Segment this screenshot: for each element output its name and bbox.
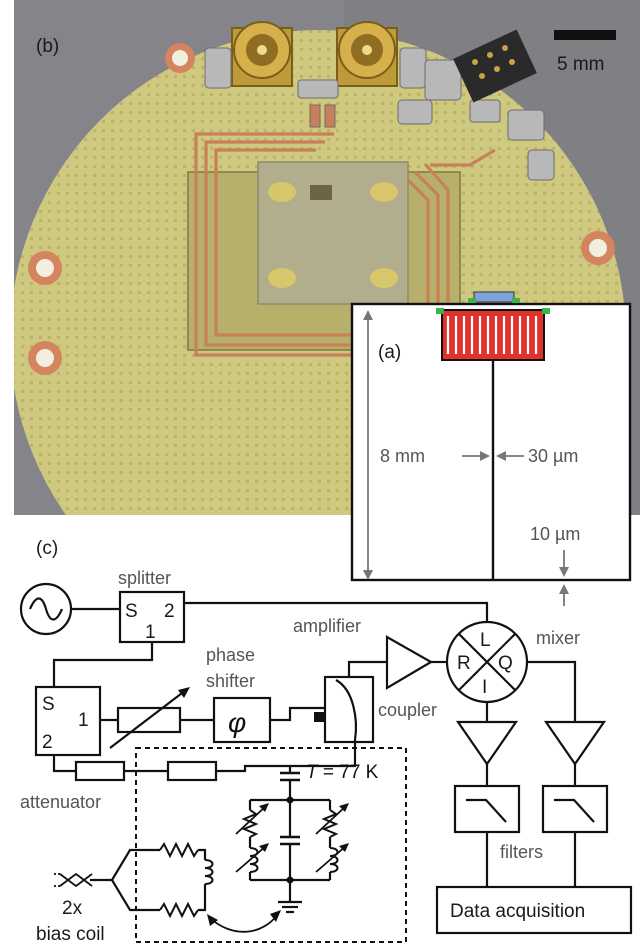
- width-label: 10 µm: [530, 524, 580, 544]
- phase-shifter-label-1: phase: [206, 645, 255, 665]
- resonator: [436, 291, 550, 361]
- mixer: L R Q I: [445, 620, 529, 704]
- copper-coil: [194, 132, 496, 357]
- splitter1-port-1: 1: [145, 622, 156, 643]
- data-acquisition-label: Data acquisition: [450, 901, 585, 922]
- length-label: 8 mm: [380, 446, 425, 466]
- attenuator-label: attenuator: [20, 792, 101, 812]
- output-amplifier-q: [543, 720, 607, 766]
- bias-coil-network: [54, 841, 281, 933]
- filters-label: filters: [500, 842, 543, 862]
- attenuator-2: [166, 760, 218, 782]
- sma-connector-left: [231, 21, 293, 87]
- mixer-port-q: Q: [498, 653, 513, 674]
- splitter-label: splitter: [118, 568, 171, 588]
- scale-bar-label: 5 mm: [557, 54, 605, 75]
- splitter1-port-2: 2: [164, 601, 175, 622]
- gap-label: 30 µm: [528, 446, 578, 466]
- output-amplifier-i: [455, 720, 519, 766]
- cryostat-boundary: [135, 747, 407, 943]
- splitter2-port-1: 1: [78, 710, 89, 731]
- coupler: [323, 675, 375, 744]
- resonator-network: [235, 798, 349, 914]
- phase-symbol: φ: [228, 707, 246, 738]
- bias-coil-label-2: bias coil: [36, 924, 105, 945]
- bias-coil-label-1: 2x: [62, 898, 83, 919]
- panel-label-b: (b): [36, 36, 59, 57]
- mixer-port-l: L: [480, 630, 491, 651]
- mounting-hole-left-lower: [28, 341, 62, 375]
- mounting-hole-right: [581, 231, 615, 265]
- phase-shifter-label-2: shifter: [206, 671, 255, 691]
- amplifier-label: amplifier: [293, 616, 361, 636]
- amplifier: [385, 635, 434, 690]
- circuit-diagram: (c) splitter S 2 1 S 1 2 φ phase shifter: [19, 538, 633, 945]
- mixer-label: mixer: [536, 628, 580, 648]
- mixer-port-i: I: [482, 677, 487, 698]
- sma-connector-right: [336, 21, 398, 87]
- smd-components: [204, 47, 555, 181]
- pin-header: [453, 29, 537, 103]
- mixer-port-r: R: [457, 653, 471, 674]
- scale-bar: [554, 30, 616, 40]
- panel-label-a: (a): [378, 342, 401, 363]
- temperature-label: T = 77 K: [306, 762, 379, 783]
- splitter2-port-s: S: [42, 694, 55, 715]
- mounting-hole-left: [28, 251, 62, 285]
- filter-i: [453, 784, 521, 834]
- data-acquisition: [435, 885, 633, 935]
- mounting-hole-top-left: [165, 43, 195, 73]
- variable-attenuator: [116, 706, 182, 734]
- filter-q: [541, 784, 609, 834]
- panel-label-c: (c): [36, 538, 58, 559]
- inset-a: (a) 8 mm 30 µm 10 µm: [350, 291, 632, 606]
- splitter1-port-s: S: [125, 601, 138, 622]
- coupler-label: coupler: [378, 700, 437, 720]
- splitter2-port-2: 2: [42, 732, 53, 753]
- attenuator-1: [74, 760, 126, 782]
